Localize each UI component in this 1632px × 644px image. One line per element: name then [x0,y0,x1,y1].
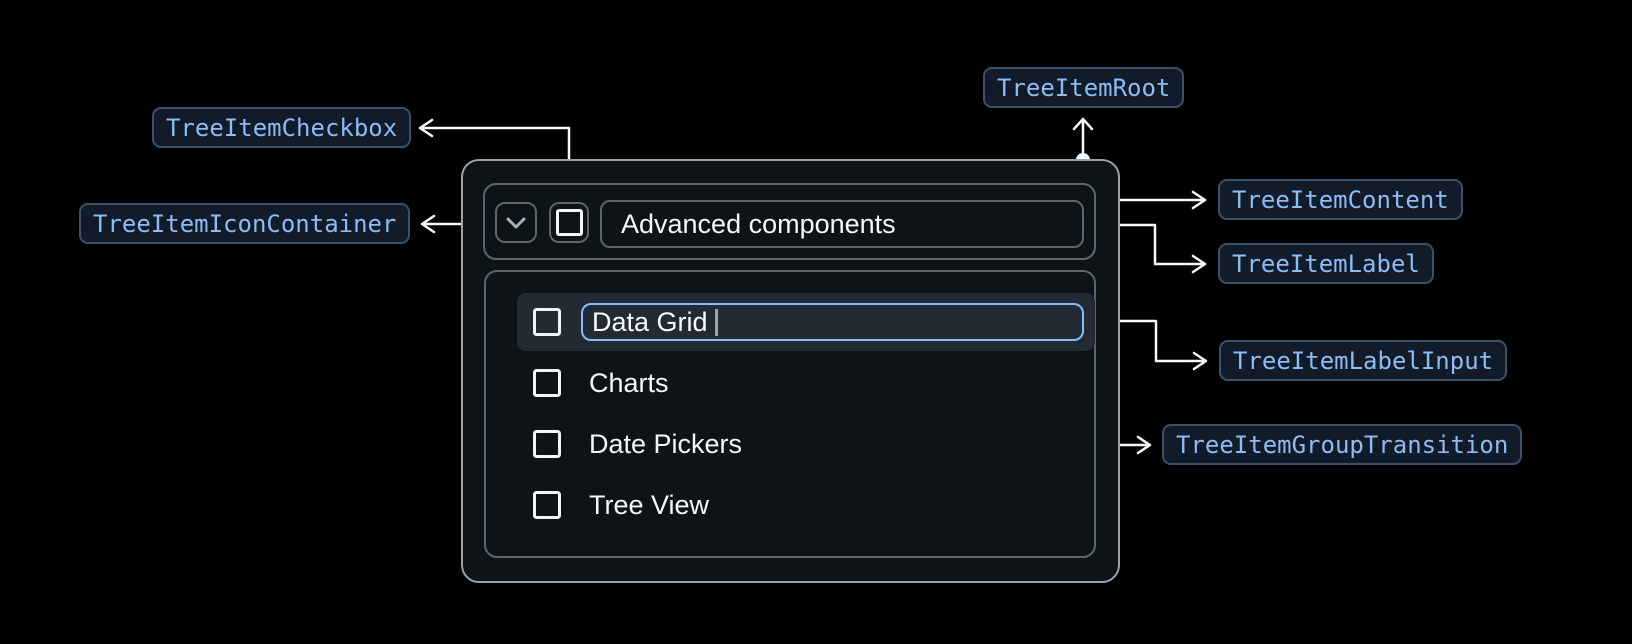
tree-item-icon-container[interactable] [495,202,537,243]
badge-tree-item-checkbox: TreeItemCheckbox [152,107,412,148]
checkbox-unchecked-icon[interactable] [533,491,561,519]
badge-tree-item-label-input: TreeItemLabelInput [1219,340,1508,381]
tree-item-root [461,159,1120,583]
tree-item-checkbox[interactable] [549,202,589,243]
tree-item-group-transition [484,270,1096,558]
badge-tree-item-group-transition: TreeItemGroupTransition [1162,424,1523,465]
checkbox-unchecked-icon[interactable] [533,308,561,336]
tree-row-label: Date Pickers [589,428,743,459]
label-input-value: Data Grid [592,306,708,337]
badge-tree-item-content: TreeItemContent [1218,179,1463,220]
tree-row[interactable]: Charts [517,354,1095,412]
tree-row-label: Charts [589,367,669,398]
checkbox-unchecked-icon [555,209,583,236]
chevron-down-icon [506,217,526,228]
tree-item-label-text: Advanced components [621,208,896,239]
tree-item-content[interactable] [483,183,1096,260]
tree-item-label-input[interactable]: Data Grid [581,303,1084,341]
text-cursor [714,308,718,336]
badge-tree-item-root: TreeItemRoot [983,67,1185,108]
badge-tree-item-icon-container: TreeItemIconContainer [79,203,411,244]
tree-row-editing[interactable]: Data Grid [517,293,1095,351]
tree-row[interactable]: Date Pickers [517,415,1095,473]
badge-tree-item-label: TreeItemLabel [1218,243,1434,284]
tree-row[interactable]: Tree View [517,476,1095,534]
checkbox-unchecked-icon[interactable] [533,369,561,397]
checkbox-unchecked-icon[interactable] [533,430,561,458]
tree-row-label: Tree View [589,489,710,520]
tree-item-label[interactable]: Advanced components [600,200,1084,248]
